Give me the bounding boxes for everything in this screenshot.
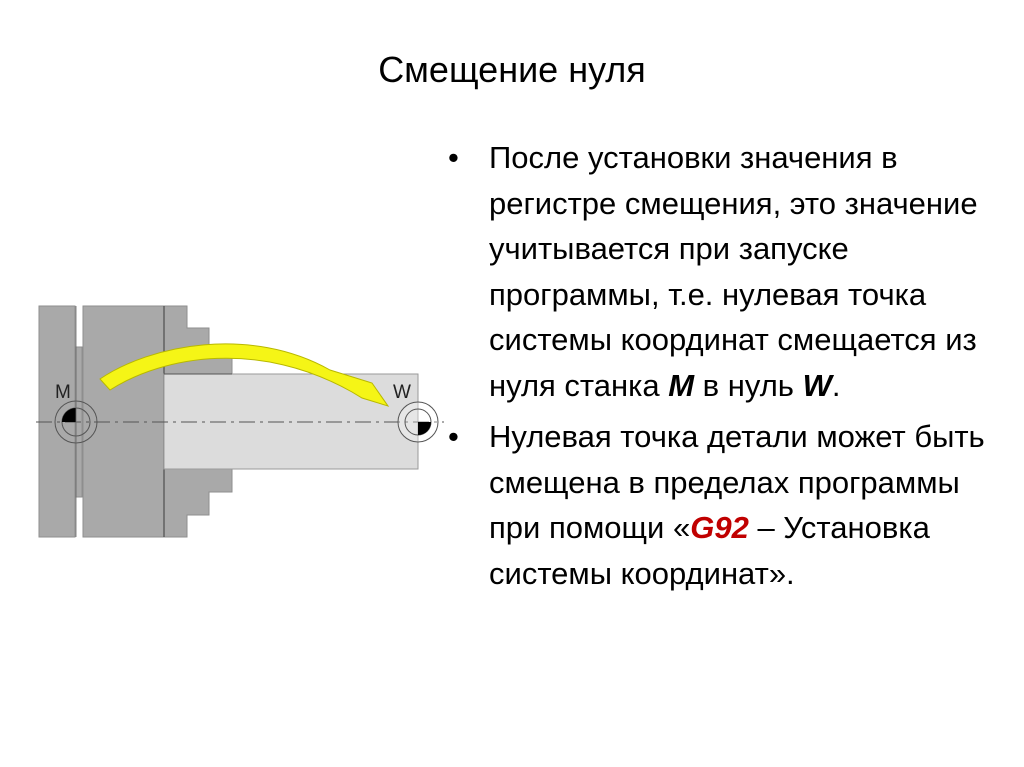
machine-zero-ref: M xyxy=(668,367,695,403)
g92-code: G92 xyxy=(690,510,749,545)
bullet-item-2: • Нулевая точка детали может быть смещен… xyxy=(448,414,1018,596)
bullet-text: После установки значения в регистре смещ… xyxy=(489,140,978,403)
bullet-text: . xyxy=(831,367,841,403)
machine-zero-label: M xyxy=(55,382,71,403)
bullet-marker: • xyxy=(448,140,459,175)
bullet-text: – Установка системы координат». xyxy=(489,510,930,591)
work-zero-icon xyxy=(397,401,439,443)
curved-arrow-icon xyxy=(99,343,390,407)
work-zero-ref: W xyxy=(802,367,832,403)
bullet-list: • После установки значения в регистре см… xyxy=(448,135,1018,602)
chuck-jaw-lower xyxy=(163,468,233,538)
bullet-item-1: • После установки значения в регистре см… xyxy=(448,135,1018,408)
bullet-text: в нуль xyxy=(694,367,803,403)
bullet-text: Нулевая точка детали может быть смещена … xyxy=(489,419,985,545)
work-zero-label: W xyxy=(393,382,411,403)
machine-zero-icon xyxy=(54,306,98,537)
bullet-marker: • xyxy=(448,419,459,454)
lathe-zero-offset-diagram: M W xyxy=(36,305,444,538)
slide-title: Смещение нуля xyxy=(378,49,646,90)
